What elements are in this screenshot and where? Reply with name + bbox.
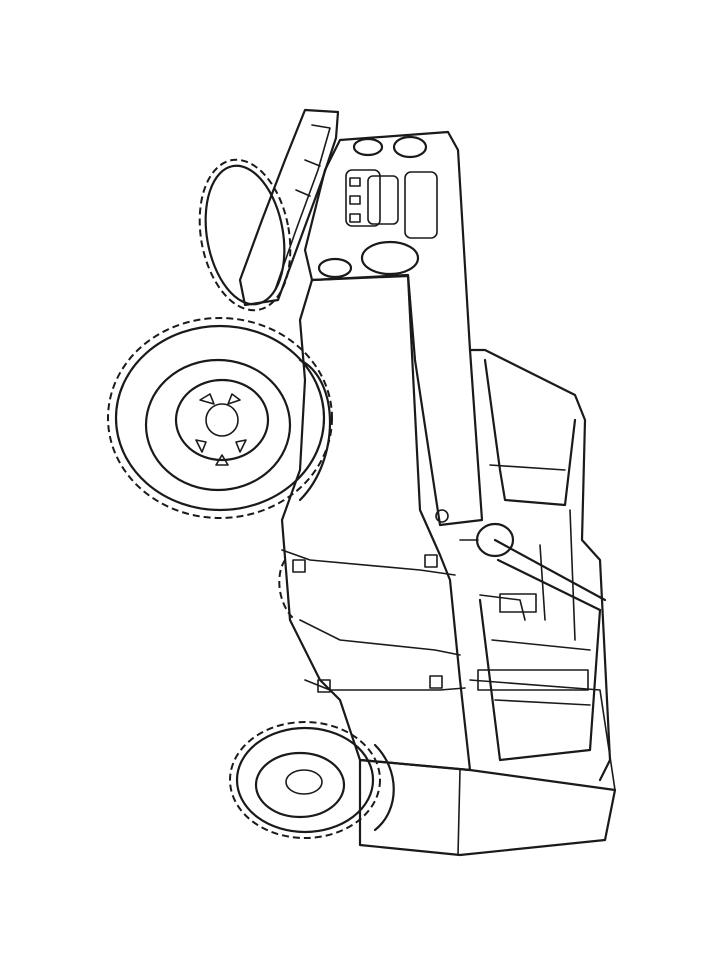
front-bumper: [238, 108, 340, 307]
hood: [303, 130, 484, 527]
side-mirror: [435, 509, 515, 558]
rear-far-wheel: [278, 559, 296, 621]
rear-near-wheel: [229, 721, 395, 839]
front-far-wheel: [198, 158, 292, 312]
rear-body: [358, 679, 617, 857]
body-panels: [280, 274, 472, 772]
roll-cage: [468, 348, 612, 782]
front-near-wheel: [107, 317, 333, 519]
